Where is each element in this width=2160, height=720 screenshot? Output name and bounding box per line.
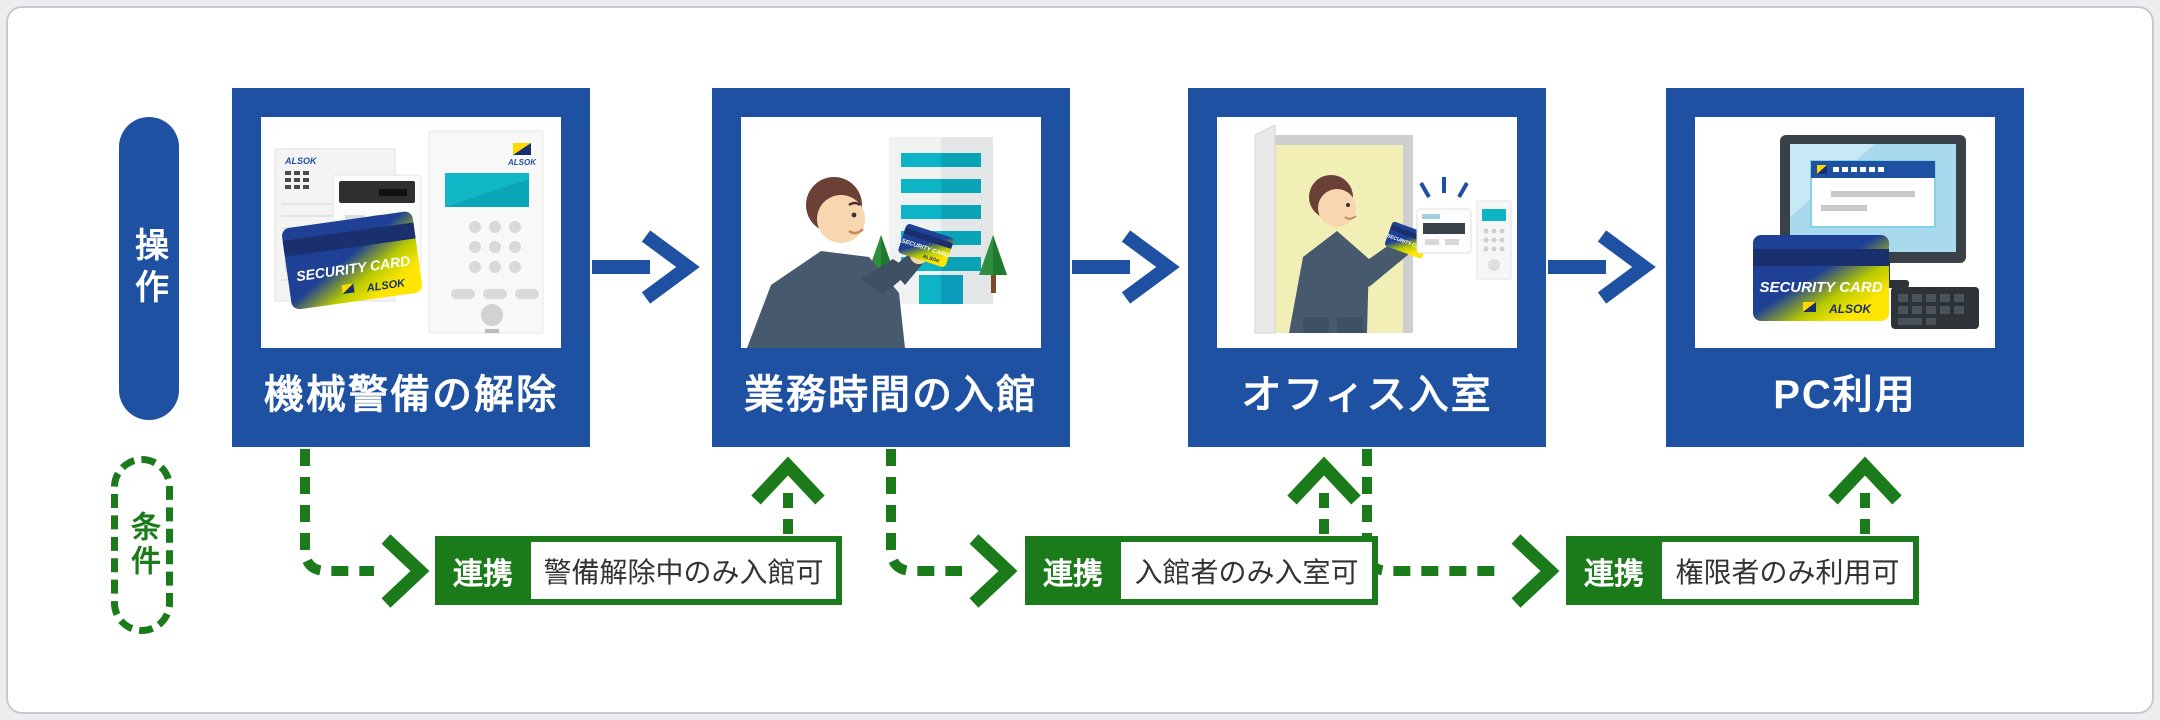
step-title: 業務時間の入館 <box>744 373 1038 417</box>
step-disarm-security: ALSOK <box>232 88 590 447</box>
keyboard <box>1891 287 1979 329</box>
step-office-entry: SECURITY CARD <box>1188 88 1546 447</box>
building-entry-illustration: SECURITY CARD ALSOK <box>741 117 1041 348</box>
svg-text:ALSOK: ALSOK <box>921 253 941 265</box>
office-building <box>889 137 993 304</box>
svg-text:ALSOK: ALSOK <box>1828 302 1872 316</box>
person <box>1289 175 1418 333</box>
office-entry-illustration: SECURITY CARD <box>1217 117 1517 348</box>
condition-label-3: 連携 権限者のみ利用可 <box>1566 536 1919 605</box>
pc-use-illustration: SECURITY CARD ALSOK <box>1695 117 1995 348</box>
link-condition: 入館者のみ入室可 <box>1121 542 1372 599</box>
security-panel-illustration: ALSOK <box>261 117 561 348</box>
link-condition: 権限者のみ利用可 <box>1662 542 1913 599</box>
link-tag: 連携 <box>1043 557 1103 591</box>
keypad-panel: ALSOK <box>428 130 544 334</box>
tap-signal-lines <box>1419 177 1469 198</box>
lane-operation-pill: 操作 <box>119 117 179 420</box>
lane-operation-label: 操作 <box>129 226 168 311</box>
step-building-entry: SECURITY CARD ALSOK 業務時間の入館 <box>712 88 1070 447</box>
link-condition: 警備解除中のみ入館可 <box>531 542 836 599</box>
step-title: 機械警備の解除 <box>264 373 558 417</box>
tree-right <box>979 235 1007 293</box>
svg-text:ALSOK: ALSOK <box>365 277 407 295</box>
step-pc-use: SECURITY CARD ALSOK PC利用 <box>1666 88 2024 447</box>
step-title: PC利用 <box>1773 373 1917 417</box>
svg-text:SECURITY CARD: SECURITY CARD <box>1759 279 1882 296</box>
monitor <box>1780 135 1966 288</box>
link-tag: 連携 <box>453 557 513 591</box>
lane-condition-label: 条件 <box>126 511 159 579</box>
person <box>747 177 928 348</box>
card-reader <box>1416 208 1472 254</box>
security-card-small: SECURITY CARD ALSOK <box>898 224 954 267</box>
condition-label-1: 連携 警備解除中のみ入館可 <box>435 536 842 605</box>
condition-label-2: 連携 入館者のみ入室可 <box>1025 536 1378 605</box>
security-card: SECURITY CARD ALSOK <box>282 211 423 310</box>
svg-text:ALSOK: ALSOK <box>284 156 318 166</box>
link-tag: 連携 <box>1584 557 1644 591</box>
keypad-panel-small <box>1476 200 1512 280</box>
svg-text:ALSOK: ALSOK <box>507 158 537 167</box>
step-title: オフィス入室 <box>1241 373 1493 417</box>
lane-condition-pill: 条件 <box>111 456 173 634</box>
security-card: SECURITY CARD ALSOK <box>1753 235 1889 321</box>
